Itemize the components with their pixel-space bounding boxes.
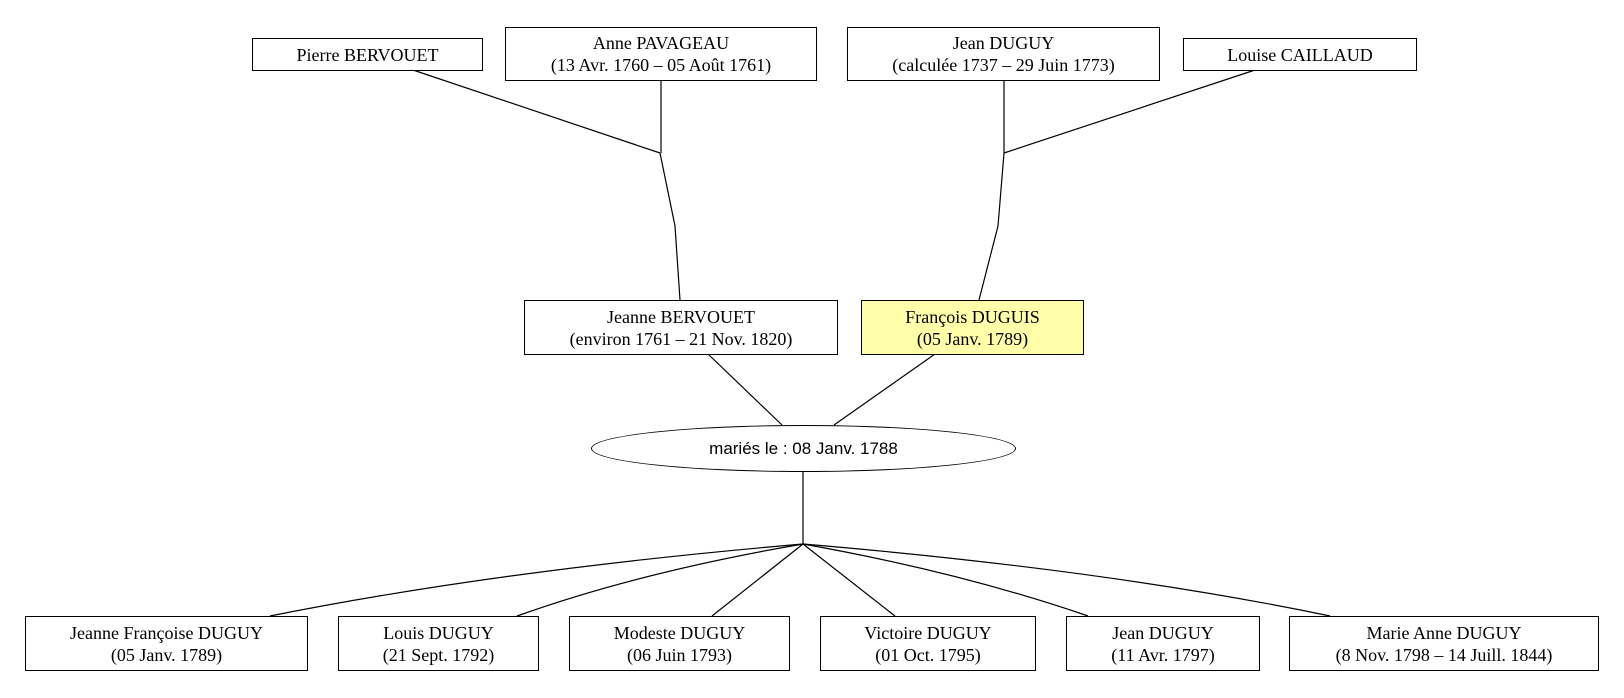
person-name: Modeste DUGUY	[613, 622, 746, 643]
person-name: François DUGUIS	[905, 306, 1040, 327]
person-child: Modeste DUGUY (06 Juin 1793)	[569, 616, 790, 671]
edge-francois-to-marriage	[833, 353, 936, 426]
person-child: Louis DUGUY (21 Sept. 1792)	[338, 616, 539, 671]
person-louise-caillaud: Louise CAILLAUD	[1183, 38, 1417, 71]
person-name: Jean DUGUY	[952, 33, 1055, 53]
person-anne-pavageau: Anne PAVAGEAU (13 Avr. 1760 – 05 Août 17…	[505, 27, 817, 81]
person-dates: (calculée 1737 – 29 Juin 1773)	[892, 55, 1115, 75]
person-francois-duguis: François DUGUIS (05 Janv. 1789)	[861, 300, 1084, 355]
person-dates: (21 Sept. 1792)	[382, 644, 495, 665]
edge-pierre-to-junction	[412, 69, 661, 154]
person-pierre-bervouet: Pierre BERVOUET	[252, 38, 483, 71]
person-child: Jeanne Françoise DUGUY (05 Janv. 1789)	[25, 616, 308, 671]
edge-child-2	[516, 543, 804, 617]
marriage-node: mariés le : 08 Janv. 1788	[591, 425, 1016, 472]
person-dates: (8 Nov. 1798 – 14 Juill. 1844)	[1335, 644, 1553, 665]
person-name: Anne PAVAGEAU	[592, 33, 730, 53]
person-dates: (05 Janv. 1789)	[110, 644, 223, 665]
person-dates: (13 Avr. 1760 – 05 Août 1761)	[550, 55, 772, 75]
person-name: Marie Anne DUGUY	[1366, 622, 1522, 643]
edge-child-6	[802, 543, 1331, 617]
person-dates: (environ 1761 – 21 Nov. 1820)	[569, 328, 793, 349]
person-name: Jeanne BERVOUET	[606, 306, 756, 327]
person-name: Louise CAILLAUD	[1227, 44, 1373, 65]
person-dates: (01 Oct. 1795)	[875, 644, 981, 665]
person-dates: (06 Juin 1793)	[627, 644, 732, 665]
person-name: Jeanne Françoise DUGUY	[70, 622, 263, 643]
person-name: Pierre BERVOUET	[296, 44, 439, 65]
person-name: Louis DUGUY	[383, 622, 494, 643]
person-child: Jean DUGUY (11 Avr. 1797)	[1066, 616, 1260, 671]
person-dates: (11 Avr. 1797)	[1111, 644, 1215, 665]
person-jeanne-bervouet: Jeanne BERVOUET (environ 1761 – 21 Nov. …	[524, 300, 838, 355]
person-dates: (05 Janv. 1789)	[916, 328, 1029, 349]
person-child: Victoire DUGUY (01 Oct. 1795)	[820, 616, 1036, 671]
person-name: Victoire DUGUY	[864, 622, 992, 643]
edge-junction-to-francois	[978, 152, 1005, 301]
person-jean-duguy-senior: Jean DUGUY (calculée 1737 – 29 Juin 1773…	[847, 27, 1160, 81]
edge-jeanne-to-marriage	[707, 353, 783, 426]
edge-child-3	[711, 543, 804, 617]
edge-junction-to-jeanne	[659, 152, 681, 301]
person-name: Jean DUGUY	[1112, 622, 1214, 643]
marriage-label: mariés le : 08 Janv. 1788	[709, 438, 898, 458]
person-child: Marie Anne DUGUY (8 Nov. 1798 – 14 Juill…	[1289, 616, 1599, 671]
edge-child-1	[269, 543, 804, 617]
edge-louise-to-junction	[1003, 69, 1256, 154]
edge-child-4	[802, 543, 896, 617]
edge-child-5	[802, 543, 1089, 617]
